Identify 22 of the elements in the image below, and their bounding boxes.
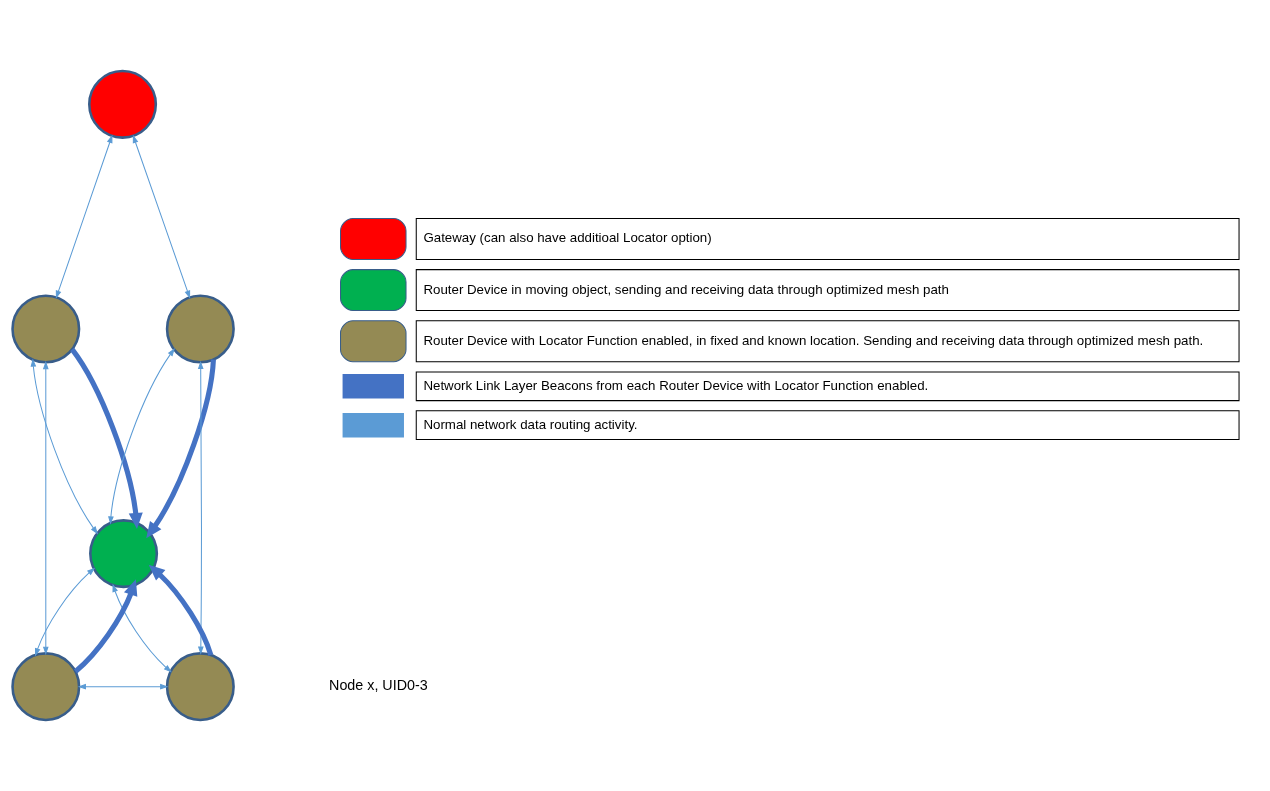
arrow: [146, 359, 216, 539]
arrow: [35, 567, 96, 657]
legend-label: Router Device in moving object, sending and receiving data through optimized mesh path: [423, 281, 949, 297]
node-circle: [11, 652, 81, 722]
legend-label: Network Link Layer Beacons from each Router Device with Locator Function enabled.: [423, 377, 929, 393]
legend-label: Gateway (can also have additioal Locator option): [423, 230, 712, 246]
arrow: [108, 348, 175, 525]
arrow: [73, 579, 138, 674]
node-circle: [88, 69, 158, 139]
label: Node x, UID0-3: [329, 677, 428, 694]
arrow: [197, 360, 204, 655]
arrow: [112, 583, 172, 673]
arrow: [55, 134, 113, 299]
legend-label: Normal network data routing activity.: [423, 416, 638, 432]
arrow: [42, 360, 49, 655]
arrow: [70, 347, 143, 529]
arrow: [77, 683, 169, 690]
arrow: [30, 358, 99, 535]
arrow: [132, 134, 191, 299]
node-circle: [11, 294, 81, 364]
arrow: [148, 564, 214, 656]
legend-label: Router Device with Locator Function enabled, in fixed and known location. Sending and receiving data through optimized mesh path.: [423, 332, 1204, 348]
